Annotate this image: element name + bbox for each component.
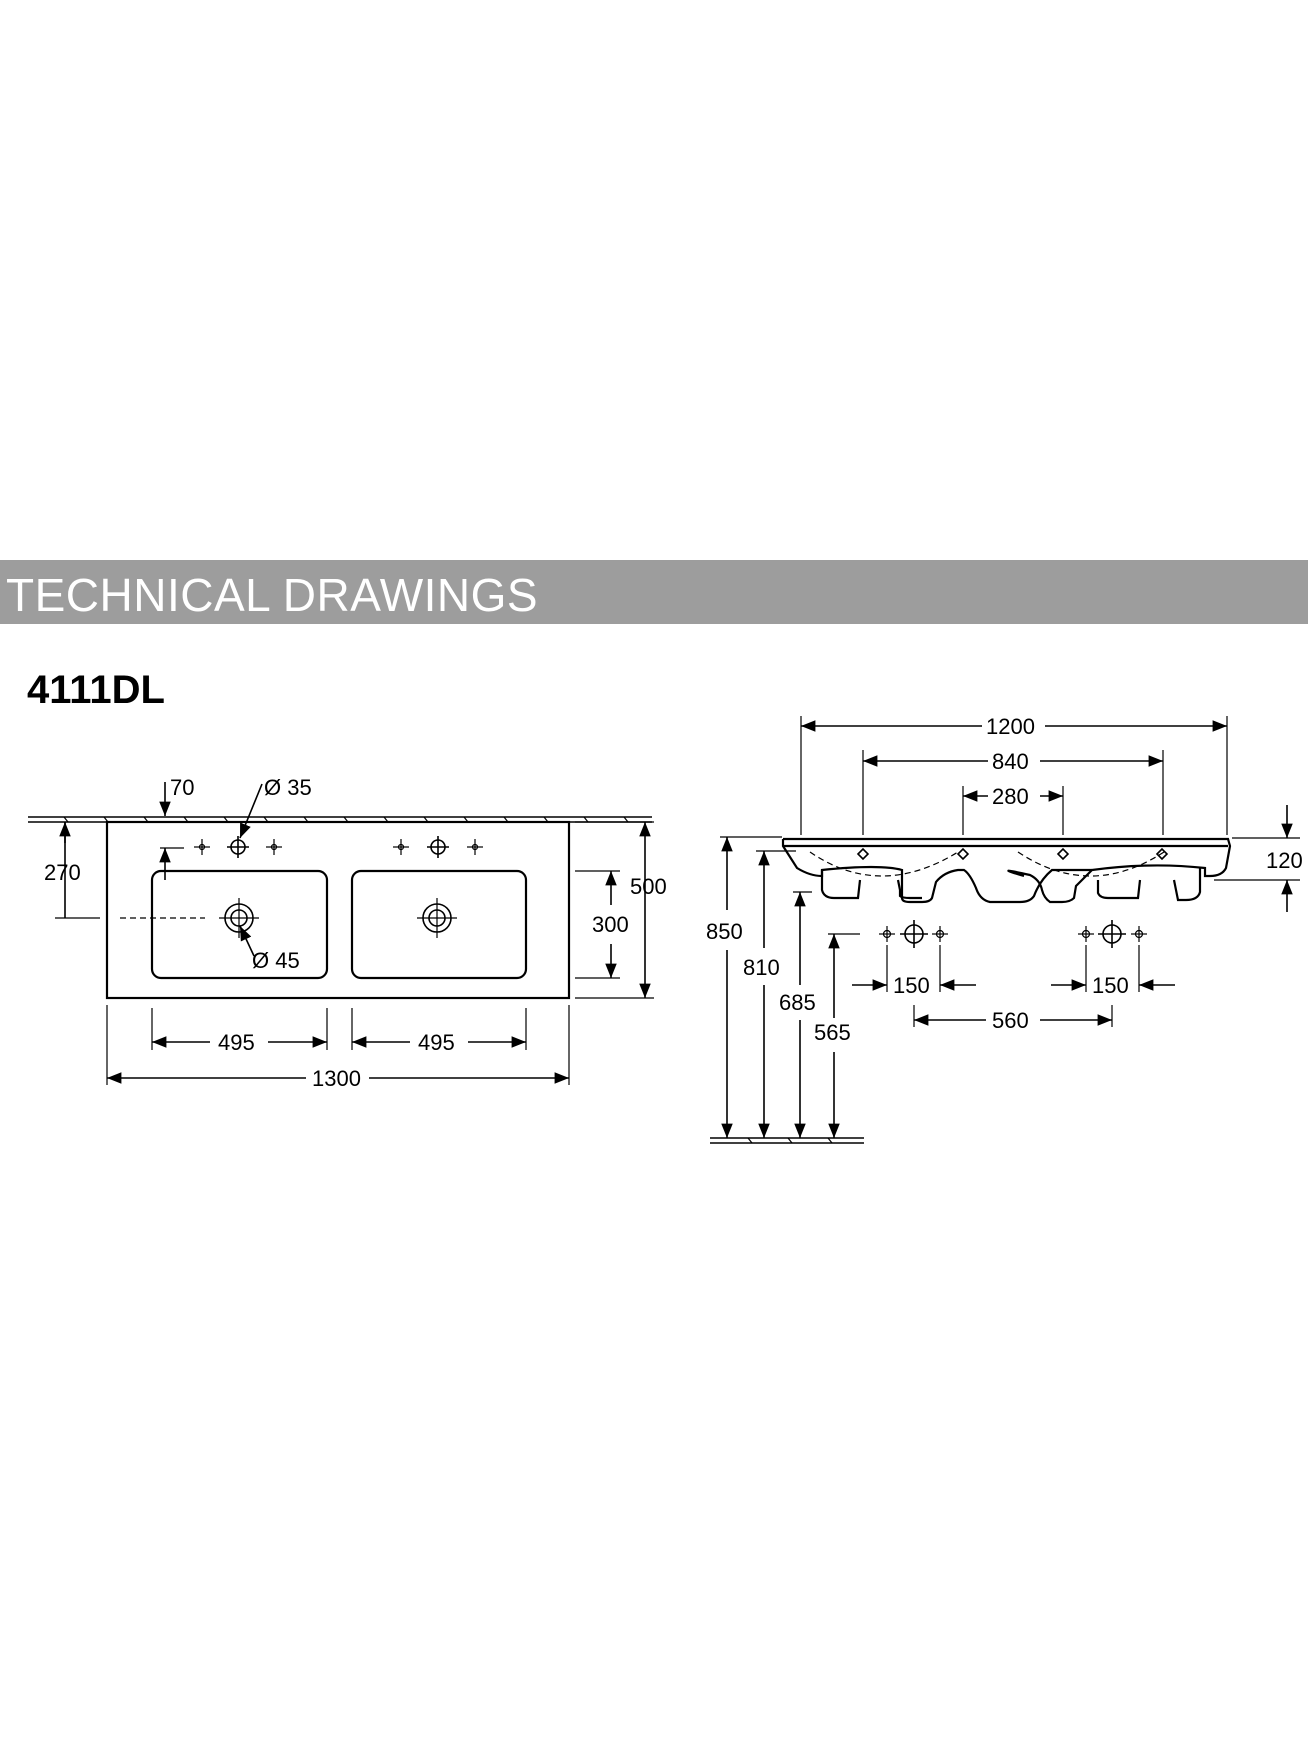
- dim-dia-45: Ø 45: [252, 948, 300, 973]
- dim-850: 850: [706, 919, 743, 944]
- side-view: 1200 840 280 120 850: [706, 714, 1303, 1144]
- side-profile: [783, 837, 1232, 904]
- left-bowl: [150, 869, 329, 980]
- dim-500: 500: [630, 874, 667, 899]
- tap-markers-icon: [856, 847, 1169, 861]
- dim-840: 840: [992, 749, 1029, 774]
- dim-dia-35: Ø 35: [264, 775, 312, 800]
- basin-outline: [105, 820, 571, 1000]
- dim-70: 70: [170, 775, 194, 800]
- dim-560: 560: [992, 1008, 1029, 1033]
- left-drain-icon: [219, 898, 259, 938]
- section-title: TECHNICAL DRAWINGS: [6, 569, 539, 621]
- dim-270: 270: [44, 860, 81, 885]
- floor-line: [710, 1137, 864, 1144]
- dim-565: 565: [814, 1020, 851, 1045]
- left-tap-holes-icon: [194, 836, 282, 858]
- right-drain-icon: [417, 898, 457, 938]
- dim-150-right: 150: [1092, 973, 1129, 998]
- right-bowl: [350, 869, 528, 980]
- dim-1200: 1200: [986, 714, 1035, 739]
- section-banner: TECHNICAL DRAWINGS: [0, 560, 1308, 624]
- dim-150-left: 150: [893, 973, 930, 998]
- right-tap-holes-icon: [393, 836, 483, 858]
- right-tap-group-icon: [1078, 920, 1147, 948]
- top-view: 70 Ø 35 270 Ø 45 500 300 495: [28, 775, 667, 1091]
- dim-1300: 1300: [312, 1066, 361, 1091]
- dim-120: 120: [1266, 848, 1303, 873]
- dim-495-left: 495: [218, 1030, 255, 1055]
- model-code: 4111DL: [27, 668, 165, 712]
- dim-810: 810: [743, 955, 780, 980]
- dim-300: 300: [592, 912, 629, 937]
- dim-280: 280: [992, 784, 1029, 809]
- dim-495-right: 495: [418, 1030, 455, 1055]
- dim-685: 685: [779, 990, 816, 1015]
- left-tap-group-icon: [879, 920, 948, 948]
